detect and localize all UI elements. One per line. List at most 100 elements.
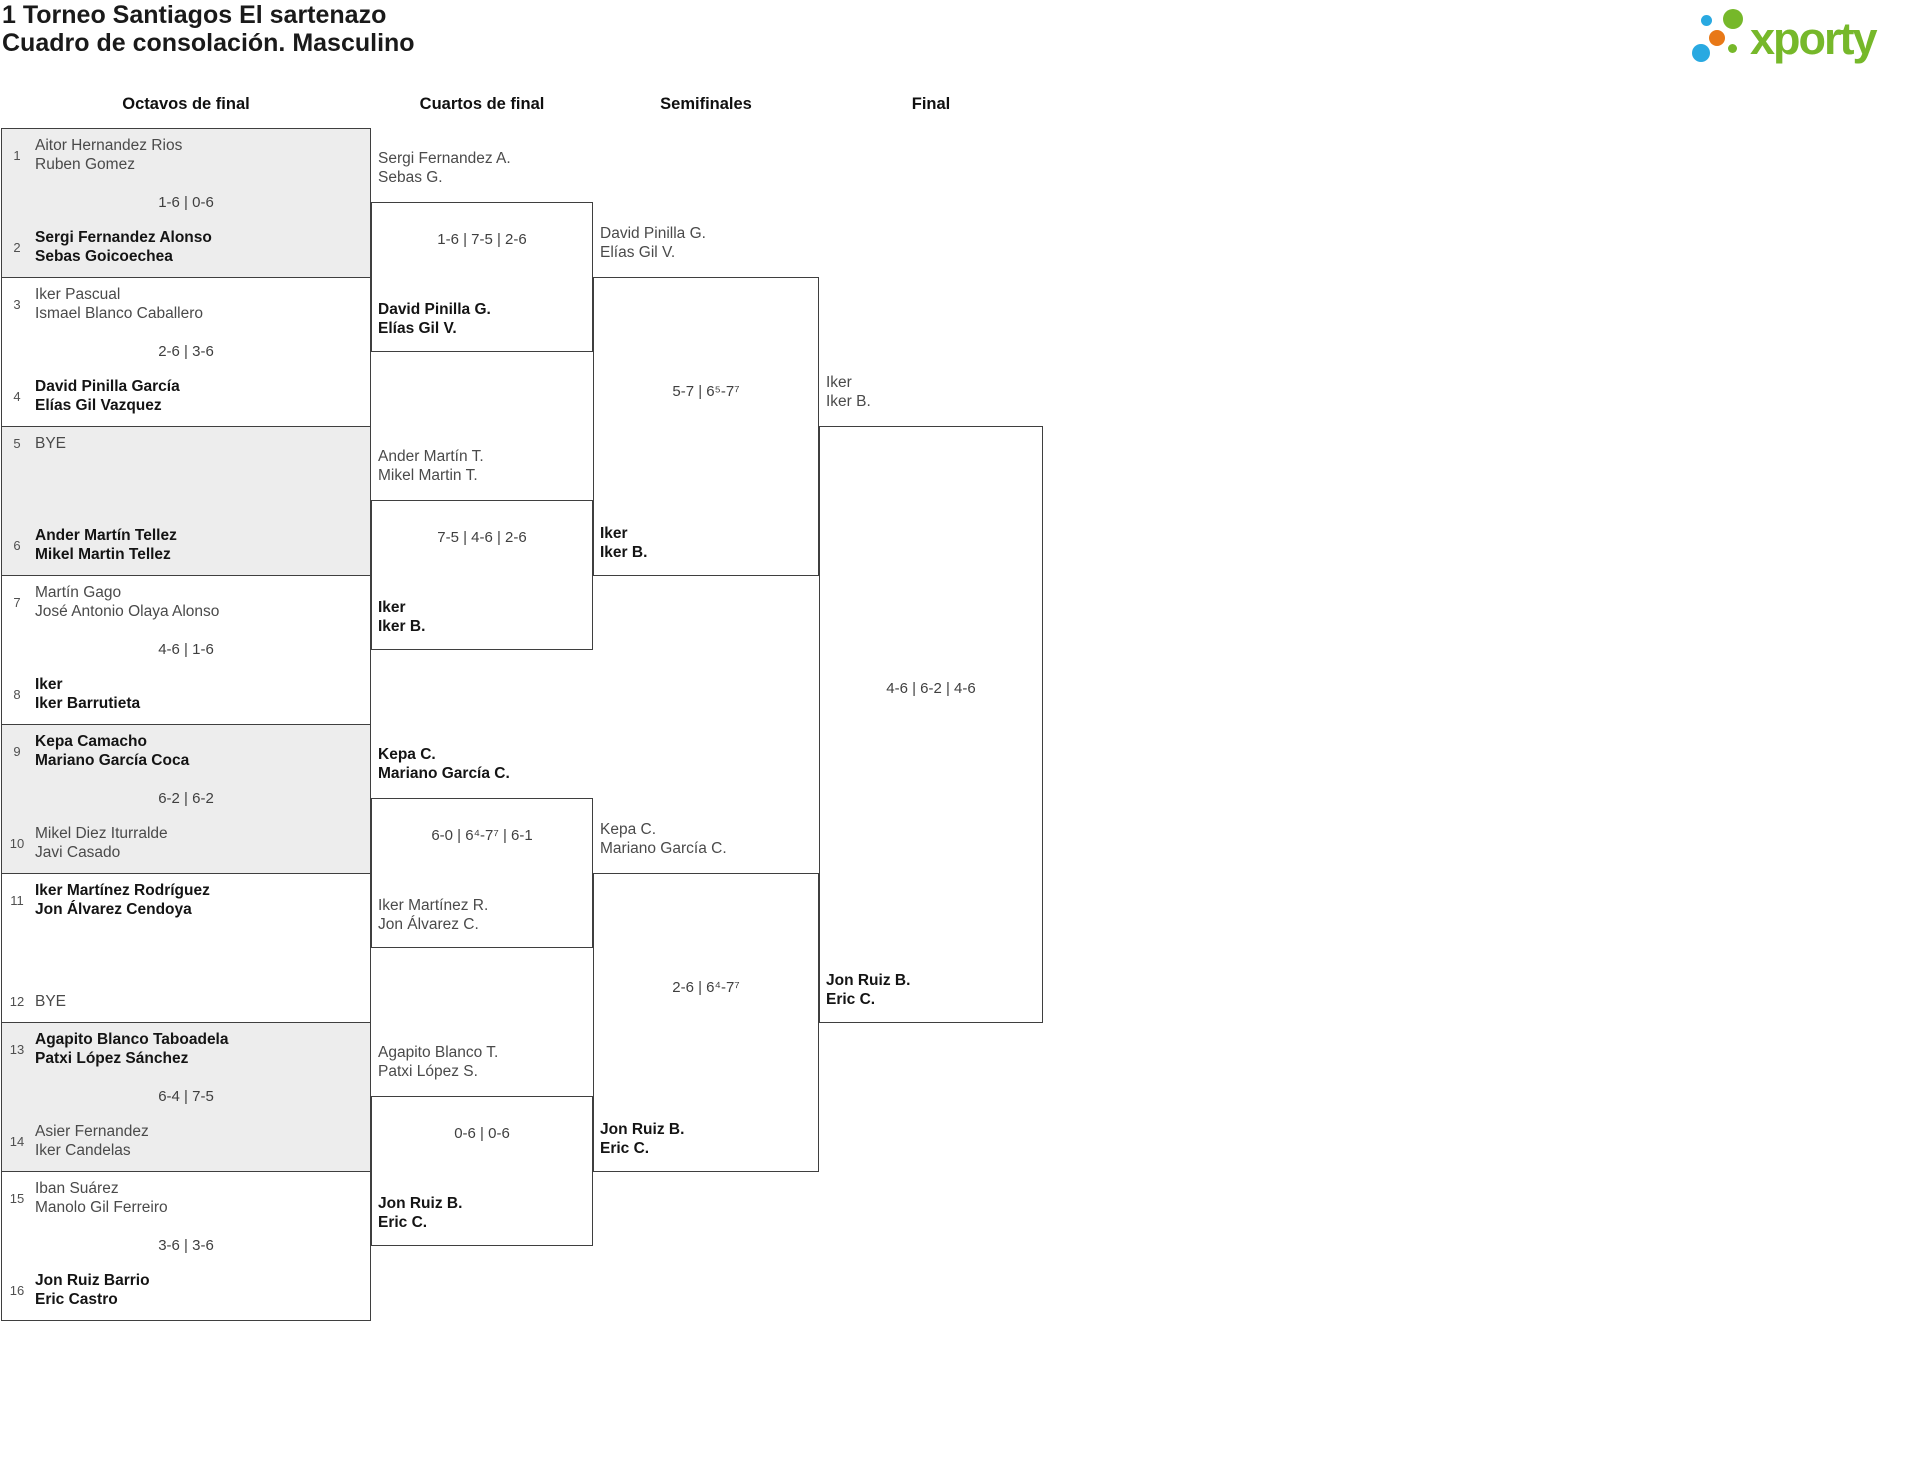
seed-number: 8 <box>13 686 21 702</box>
seed-number: 15 <box>9 1190 25 1206</box>
participant-label: Ander Martín T. Mikel Martin T. <box>378 447 484 485</box>
player-name-line: David Pinilla G. <box>600 225 706 242</box>
player-name-line: Eric Castro <box>35 1291 118 1308</box>
player-name-line: Eric C. <box>378 1214 428 1231</box>
participant-label: Sergi Fernandez A.Sebas G. <box>378 149 511 187</box>
player-name-line: Iker Barrutieta <box>35 695 141 712</box>
round-header: Final <box>911 95 951 113</box>
player-name-line: Jon Ruiz B. <box>600 1121 685 1138</box>
player-name-line: Kepa Camacho <box>35 733 147 750</box>
seed-number: 10 <box>9 835 25 851</box>
seed-number: 3 <box>13 296 21 312</box>
match-box <box>593 277 819 576</box>
player-name-line: David Pinilla García <box>35 378 180 395</box>
match-score: 4-6 | 6-2 | 4-6 <box>886 680 976 697</box>
match-score: 4-6 | 1-6 <box>158 641 214 658</box>
participant-label: Kepa C. Mariano García C. <box>600 820 727 858</box>
participant-label: Iker Martínez R.Jon Álvarez C. <box>378 896 488 934</box>
seed-number: 7 <box>13 594 21 610</box>
participant-label: Agapito Blanco T.Patxi López S. <box>378 1043 498 1081</box>
player-name-line: Ander Martín T. <box>378 448 484 465</box>
player-name-line: Sebas Goicoechea <box>35 248 173 265</box>
seed-number: 13 <box>9 1041 25 1057</box>
match-box <box>371 500 593 650</box>
match-box <box>819 426 1043 1023</box>
match-score: 3-6 | 3-6 <box>158 1237 214 1254</box>
player-name-line: Kepa C. <box>600 821 657 838</box>
match-score: 6-2 | 6-2 <box>158 790 214 807</box>
logo-dot-green-small <box>1728 44 1737 53</box>
participant-label: Jon Ruiz B.Eric C. <box>826 971 910 1009</box>
player-name-line: Eric C. <box>600 1140 650 1157</box>
player-name-line: Patxi López S. <box>378 1063 478 1080</box>
player-names: BYE <box>35 434 66 453</box>
player-name-line: Ismael Blanco Caballero <box>35 305 204 322</box>
page-title: 1 Torneo Santiagos El sartenazo Cuadro d… <box>2 1 415 57</box>
player-name-line: BYE <box>35 993 67 1010</box>
player-name-line: Martín Gago <box>35 584 122 601</box>
match-score: 1-6 | 0-6 <box>158 194 214 211</box>
player-name-line: Mariano García C. <box>600 840 727 857</box>
logo-dot-green-large <box>1723 9 1743 29</box>
participant-label: David Pinilla G. Elías Gil V. <box>600 224 706 262</box>
player-name-line: Aitor Hernandez Rios <box>35 137 183 154</box>
player-name-line: Patxi López Sánchez <box>35 1050 189 1067</box>
match-score: 5-7 | 6⁵-7⁷ <box>672 383 740 400</box>
player-name-line: Ander Martín Tellez <box>35 527 177 544</box>
participant-label: Jon Ruiz B. Eric C. <box>600 1120 684 1158</box>
participant-label: Jon Ruiz B.Eric C. <box>378 1194 462 1232</box>
player-name-line: Mikel Martin T. <box>378 467 478 484</box>
participant-label: David Pinilla G.Elías Gil V. <box>378 300 491 338</box>
player-name-line: Iker Martínez R. <box>378 897 489 914</box>
player-name-line: Iker <box>35 676 63 693</box>
logo-dot-blue-small <box>1701 15 1712 26</box>
round-header: Octavos de final <box>122 95 250 113</box>
player-name-line: Javi Casado <box>35 844 121 861</box>
player-name-line: Iker Martínez Rodríguez <box>35 882 210 899</box>
seed-number: 9 <box>13 743 21 759</box>
match-box <box>371 1096 593 1246</box>
match-score: 2-6 | 6⁴-7⁷ <box>672 979 740 996</box>
seed-number: 11 <box>10 892 24 908</box>
player-name-line: Agapito Blanco Taboadela <box>35 1031 229 1048</box>
seed-number: 4 <box>13 388 21 404</box>
match-score: 7-5 | 4-6 | 2-6 <box>437 529 527 546</box>
logo-dot-orange <box>1709 30 1725 46</box>
match-box <box>371 202 593 352</box>
round-header: Cuartos de final <box>419 95 545 113</box>
player-name-line: Iker <box>378 599 406 616</box>
player-name-line: Elías Gil V. <box>600 244 676 261</box>
player-name-line: Jon Álvarez Cendoya <box>35 901 192 918</box>
bracket-subtitle: Cuadro de consolación. Masculino <box>2 29 415 57</box>
match-box <box>371 798 593 948</box>
player-name-line: Jon Ruiz B. <box>826 972 911 989</box>
